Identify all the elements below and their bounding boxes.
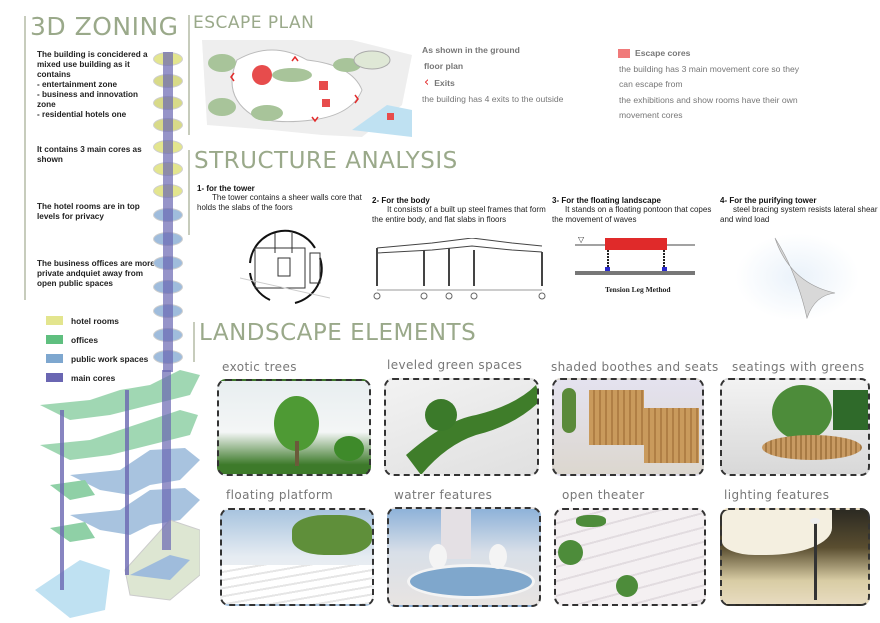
caption-leveled-green-spaces: leveled green spaces xyxy=(387,358,523,372)
exits-text: the building has 4 exits to the outside xyxy=(422,94,564,104)
escape-plan-title: ESCAPE PLAN xyxy=(193,13,315,33)
structure-item-body: The tower contains a sheer walls core th… xyxy=(197,193,362,212)
structure-item-floating-landscape: 3- For the floating landscape It stands … xyxy=(552,196,717,225)
structure-item-title: 4- For the purifying tower xyxy=(720,196,817,205)
caption-watrer-features: watrer features xyxy=(394,488,493,502)
structure-item-purifying-tower: 4- For the purifying tower steel bracing… xyxy=(720,196,880,225)
landscape-divider xyxy=(193,322,195,362)
zoning-divider xyxy=(24,16,26,300)
image-lighting-features xyxy=(720,508,870,606)
caption-shaded-boothes: shaded boothes and seats xyxy=(551,360,719,374)
escape-intro-line2: floor plan xyxy=(424,61,464,71)
tower-floor-stack xyxy=(153,52,185,372)
structure-title: STRUCTURE ANALYSIS xyxy=(194,148,458,174)
image-shaded-boothes xyxy=(552,378,704,476)
zoning-note-mixed-use: The building is concidered a mixed use b… xyxy=(37,50,148,119)
tower-core-plan-diagram xyxy=(240,229,330,304)
offices-swatch xyxy=(46,335,63,344)
legend-label: main cores xyxy=(71,372,116,383)
public-work-spaces-swatch xyxy=(46,354,63,363)
escape-intro-line1: As shown in the ground xyxy=(422,45,520,55)
image-seatings-with-greens xyxy=(720,378,870,476)
zoning-title: 3D ZONING xyxy=(30,12,179,41)
legend-item-hotel-rooms: hotel rooms xyxy=(46,311,148,330)
tension-leg-caption: Tension Leg Method xyxy=(605,285,671,294)
escape-cores-line3: the exhibitions and show rooms have thei… xyxy=(619,95,798,105)
caption-exotic-trees: exotic trees xyxy=(222,360,297,374)
purifying-tower-diagram xyxy=(735,233,860,321)
zoning-note-offices: The business offices are more private an… xyxy=(37,259,155,288)
image-water-features xyxy=(387,507,541,607)
caption-floating-platform: floating platform xyxy=(226,488,334,502)
zoning-note-cores: It contains 3 main cores as shown xyxy=(37,145,142,164)
structure-item-title: 3- For the floating landscape xyxy=(552,196,661,205)
escape-cores-swatch xyxy=(618,48,630,58)
caption-seatings-with-greens: seatings with greens xyxy=(732,360,865,374)
escape-cores-line2: can escape from xyxy=(619,79,683,89)
legend-label: offices xyxy=(71,334,98,345)
escape-cores-line1: the building has 3 main movement core so… xyxy=(619,64,800,74)
exits-label: Exits xyxy=(434,78,455,88)
steel-frame-diagram xyxy=(373,238,546,300)
legend-item-main-cores: main cores xyxy=(46,368,148,387)
structure-item-title: 2- For the body xyxy=(372,196,430,205)
legend-item-public-work-spaces: public work spaces xyxy=(46,349,148,368)
main-cores-swatch xyxy=(46,373,63,382)
structure-item-tower: 1- for the tower The tower contains a sh… xyxy=(197,184,367,213)
image-exotic-trees xyxy=(217,379,371,476)
structure-divider xyxy=(188,150,190,235)
exits-legend: ‹ Exits xyxy=(424,75,455,90)
svg-text:▽: ▽ xyxy=(578,235,585,244)
legend-item-offices: offices xyxy=(46,330,148,349)
image-leveled-green-spaces xyxy=(384,378,539,476)
structure-item-body-frame: 2- For the body It consists of a built u… xyxy=(372,196,547,225)
hotel-rooms-swatch xyxy=(46,316,63,325)
legend-label: public work spaces xyxy=(71,353,149,364)
caption-open-theater: open theater xyxy=(562,488,645,502)
structure-item-title: 1- for the tower xyxy=(197,184,255,193)
zoning-legend: hotel rooms offices public work spaces m… xyxy=(46,311,148,387)
tension-leg-diagram: ▽ xyxy=(575,235,695,275)
exit-arrow-icon: ‹ xyxy=(424,75,430,90)
structure-item-body: steel bracing system resists lateral she… xyxy=(720,205,878,224)
legend-label: hotel rooms xyxy=(71,315,119,326)
ground-floor-plan xyxy=(202,40,412,137)
zoning-note-hotel: The hotel rooms are in top levels for pr… xyxy=(37,202,140,221)
escape-cores-label: Escape cores xyxy=(635,48,691,58)
structure-item-body: It consists of a built up steel frames t… xyxy=(372,205,546,224)
landscape-title: LANDSCAPE ELEMENTS xyxy=(199,320,477,346)
caption-lighting-features: lighting features xyxy=(724,488,830,502)
escape-divider xyxy=(188,15,190,135)
exploded-axonometric-diagram xyxy=(35,370,200,618)
structure-item-body: It stands on a floating pontoon that cop… xyxy=(552,205,712,224)
escape-cores-legend: Escape cores xyxy=(618,48,690,58)
image-open-theater xyxy=(554,508,706,606)
image-floating-platform xyxy=(220,508,374,606)
escape-cores-line4: movement cores xyxy=(619,110,683,120)
